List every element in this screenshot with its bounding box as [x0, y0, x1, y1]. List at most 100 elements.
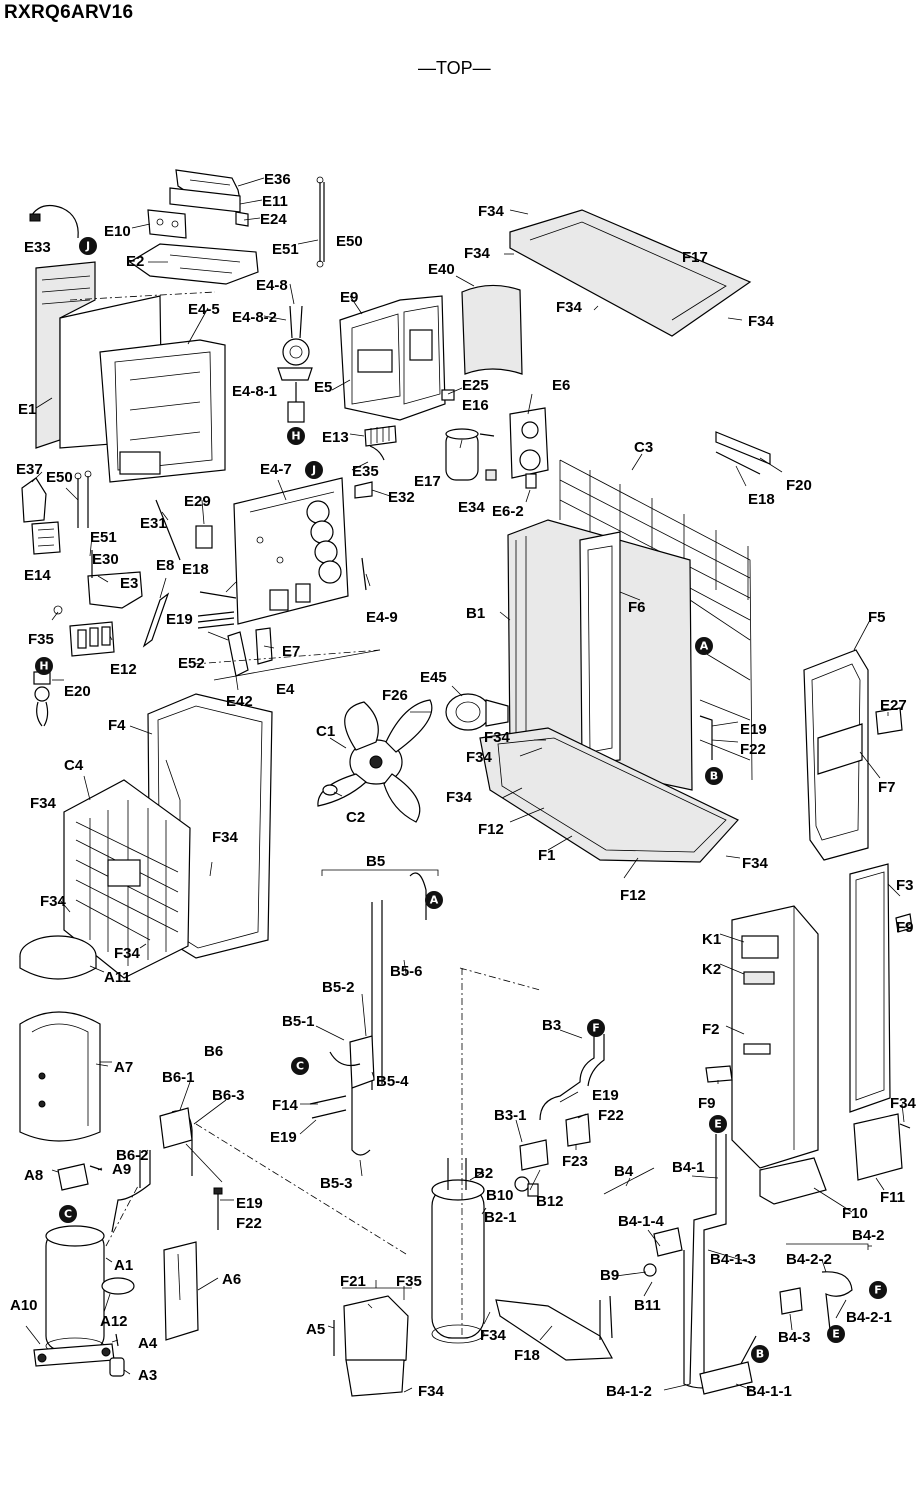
label-e6: E6 [552, 377, 570, 394]
label-e18-b: E18 [748, 491, 775, 508]
label-e51-b: E51 [90, 529, 117, 546]
label-e27: E27 [880, 697, 907, 714]
label-b4-3: B4-3 [778, 1329, 811, 1346]
label-b4: B4 [614, 1163, 634, 1180]
label-f10: F10 [842, 1205, 868, 1222]
label-e2: E2 [126, 253, 144, 270]
label-c4: C4 [64, 757, 84, 774]
connector-h-marker [35, 657, 53, 675]
label-e31: E31 [140, 515, 167, 532]
label-e4-9: E4-9 [366, 609, 398, 626]
label-f5: F5 [868, 609, 886, 626]
svg-text:C: C [296, 1060, 304, 1073]
label-e4-8-2: E4-8-2 [232, 309, 277, 326]
label-e40: E40 [428, 261, 455, 278]
label-c3: C3 [634, 439, 653, 456]
connector-a-marker [425, 891, 443, 909]
label-f34-1: F34 [478, 203, 505, 220]
connector-h-marker [287, 427, 305, 445]
label-e10: E10 [104, 223, 131, 240]
label-f35: F35 [28, 631, 54, 648]
label-e52: E52 [178, 655, 205, 672]
label-e19-e: E19 [592, 1087, 619, 1104]
front-panels-group [63, 693, 273, 979]
svg-text:E: E [714, 1118, 722, 1131]
label-f34-7: F34 [446, 789, 473, 806]
connector-b-marker [751, 1345, 769, 1363]
label-f34-13: F34 [890, 1095, 917, 1112]
label-f34-5: F34 [484, 729, 511, 746]
connector-f-marker [869, 1281, 887, 1299]
label-e36: E36 [264, 171, 291, 188]
label-k2: K2 [702, 961, 721, 978]
label-e6-2: E6-2 [492, 503, 524, 520]
label-e18: E18 [182, 561, 209, 578]
label-e1: E1 [18, 401, 36, 418]
label-e50-b: E50 [46, 469, 73, 486]
fan-coil-group [317, 209, 771, 863]
label-f14: F14 [272, 1097, 299, 1114]
label-f34-b: F34 [480, 1327, 507, 1344]
label-e30: E30 [92, 551, 119, 568]
label-c1: C1 [316, 723, 335, 740]
label-e13: E13 [322, 429, 349, 446]
label-e4: E4 [276, 681, 295, 698]
label-e42: E42 [226, 693, 253, 710]
label-f9-b: F9 [698, 1095, 716, 1112]
label-f35-b: F35 [396, 1273, 422, 1290]
label-e7: E7 [282, 643, 300, 660]
label-e11: E11 [262, 193, 288, 210]
label-f26: F26 [382, 687, 408, 704]
label-f18: F18 [514, 1347, 540, 1364]
label-b5-4: B5-4 [376, 1073, 409, 1090]
svg-text:B: B [756, 1348, 764, 1361]
label-f6: F6 [628, 599, 646, 616]
label-e29: E29 [184, 493, 211, 510]
label-f4: F4 [108, 717, 126, 734]
label-b6-1: B6-1 [162, 1069, 195, 1086]
connector-j-marker [305, 461, 323, 479]
label-e45: E45 [420, 669, 447, 686]
label-a7: A7 [114, 1059, 133, 1076]
label-f34-3: F34 [556, 299, 583, 316]
label-e8: E8 [156, 557, 174, 574]
label-e12: E12 [110, 661, 137, 678]
connector-markers: J H J H A B A F C E C F E B [35, 237, 887, 1363]
label-e3: E3 [120, 575, 138, 592]
label-a5: A5 [306, 1321, 325, 1338]
label-b4-2: B4-2 [852, 1227, 885, 1244]
label-e32: E32 [388, 489, 415, 506]
label-e4-8-1: E4-8-1 [232, 383, 277, 400]
label-e19: E19 [166, 611, 193, 628]
label-b3: B3 [542, 1017, 561, 1034]
svg-text:J: J [311, 464, 316, 477]
connector-j-marker [79, 237, 97, 255]
label-b12: B12 [536, 1193, 564, 1210]
electrical-group [21, 169, 549, 727]
label-b4-2-1: B4-2-1 [846, 1309, 892, 1326]
label-f34-8: F34 [742, 855, 769, 872]
svg-text:A: A [700, 640, 709, 653]
label-b4-1-4: B4-1-4 [618, 1213, 665, 1230]
connector-c-marker [59, 1205, 77, 1223]
label-b6-3: B6-3 [212, 1087, 245, 1104]
label-b4-1-2: B4-1-2 [606, 1383, 652, 1400]
label-b9: B9 [600, 1267, 619, 1284]
label-e5: E5 [314, 379, 332, 396]
svg-text:F: F [874, 1284, 882, 1297]
view-title: —TOP— [418, 58, 491, 78]
label-f22-c: F22 [598, 1107, 624, 1124]
label-e50: E50 [336, 233, 363, 250]
label-f34-10: F34 [212, 829, 239, 846]
svg-text:F: F [592, 1022, 600, 1035]
label-f11: F11 [880, 1189, 905, 1206]
label-f12-a: F12 [478, 821, 504, 838]
label-f2: F2 [702, 1021, 720, 1038]
label-e9: E9 [340, 289, 358, 306]
label-c2: C2 [346, 809, 365, 826]
label-f34-2: F34 [464, 245, 491, 262]
label-e17: E17 [414, 473, 441, 490]
label-a6: A6 [222, 1271, 241, 1288]
label-e33: E33 [24, 239, 51, 256]
